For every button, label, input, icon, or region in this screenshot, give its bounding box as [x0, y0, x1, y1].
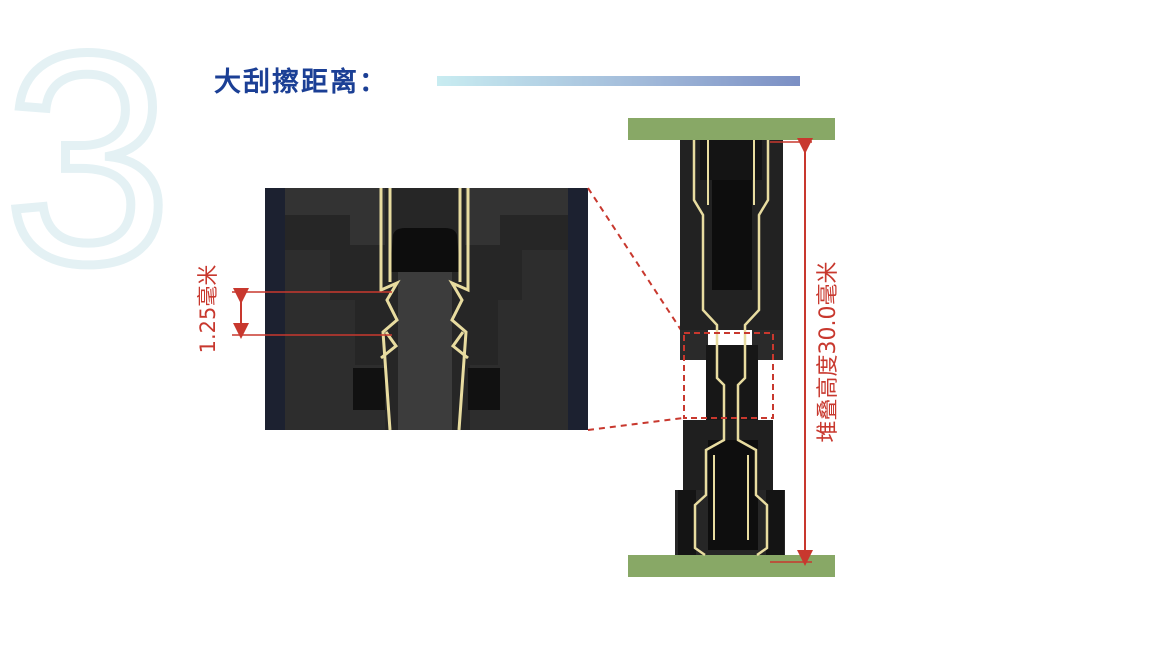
page-title: 大刮擦距离： — [214, 67, 388, 98]
wipe-distance-label: 1.25毫米 — [196, 264, 220, 354]
zoom-guide-lines — [587, 187, 684, 431]
wipe-distance-marker — [232, 288, 392, 339]
step-number: 3 — [5, 0, 172, 290]
stack-height-marker — [770, 138, 813, 566]
top-pcb — [628, 118, 835, 140]
step-number-graphic: 3 — [0, 0, 176, 290]
title-underline-bar — [437, 76, 800, 86]
zoom-region-box — [683, 332, 774, 419]
bottom-pcb — [628, 555, 835, 577]
stack-height-label: 堆叠高度30.0毫米 — [816, 261, 841, 443]
stacked-connector — [628, 118, 835, 577]
zoom-detail-panel — [265, 188, 588, 431]
